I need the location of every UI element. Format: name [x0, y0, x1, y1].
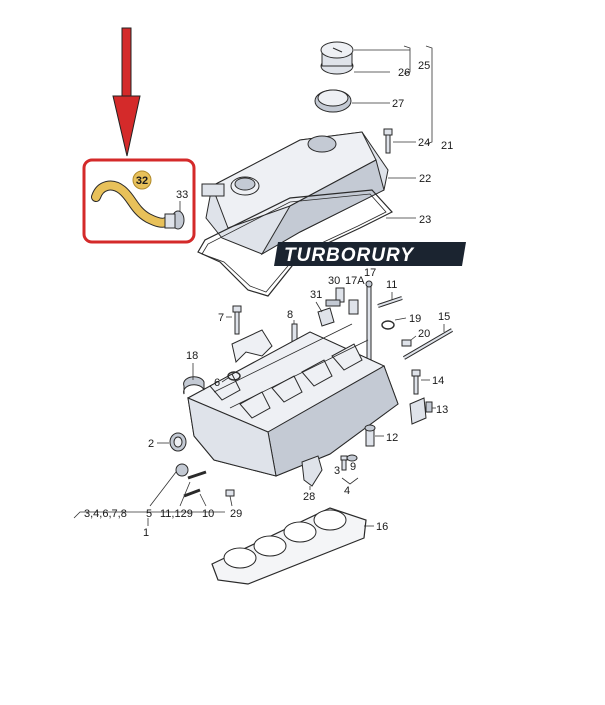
callout-32: 32: [136, 175, 148, 187]
label-12: 12: [386, 432, 398, 444]
cover-gasket-part: [197, 189, 393, 297]
highlight-box: [82, 158, 196, 244]
label-23: 23: [419, 214, 431, 226]
label-16: 16: [376, 521, 388, 533]
label-26: 26: [398, 67, 410, 79]
label-5: 5: [146, 508, 152, 520]
bolt-29-part: [225, 489, 235, 497]
plug-12-part: [364, 424, 376, 447]
turborury-logo: TURBORURY: [274, 242, 466, 266]
seal-ring-part: [314, 89, 352, 113]
label-14: 14: [432, 375, 444, 387]
callout-32-badge: [132, 170, 152, 190]
label-13: 13: [436, 404, 448, 416]
shaft-15-part: [402, 328, 454, 360]
label-29: 29: [230, 508, 242, 520]
bracket-31-part: [315, 301, 335, 327]
logo-text: TURBORURY: [284, 245, 415, 266]
label-19: 19: [409, 313, 421, 325]
label-11129: 11,129: [160, 508, 193, 520]
label-27: 27: [392, 98, 404, 110]
label-31: 31: [310, 289, 322, 301]
label-28: 28: [303, 491, 315, 503]
red-arrow-icon: [112, 27, 141, 157]
label-17a: 17A: [345, 275, 365, 287]
label-3: 3: [334, 465, 340, 477]
pin-11-part: [377, 296, 403, 308]
label-30: 30: [328, 275, 340, 287]
seal-2-part: [169, 432, 187, 452]
label-17: 17: [364, 267, 376, 279]
label-18: 18: [186, 350, 198, 362]
label-22: 22: [419, 173, 431, 185]
bolt-24-part: [383, 128, 393, 154]
bolt-14-part: [411, 369, 421, 395]
bracket-28-part: [301, 455, 323, 487]
seal-5-part: [175, 463, 189, 477]
label-8: 8: [287, 309, 293, 321]
bracket-13-part: [409, 397, 433, 425]
label-20: 20: [418, 328, 430, 340]
label-21: 21: [441, 140, 453, 152]
bolt-7-part: [232, 305, 242, 335]
oring-19-part: [381, 320, 395, 330]
sensor-30-part: [325, 287, 345, 307]
label-10: 10: [202, 508, 214, 520]
label-1: 1: [143, 527, 149, 539]
breather-hose-part: [91, 180, 185, 230]
head-gasket-part: [211, 507, 367, 585]
label-11: 11: [386, 279, 397, 291]
label-group-34678: 3,4,6,7,8: [84, 508, 127, 520]
screw-3-part: [340, 455, 348, 471]
rod-17-part: [365, 280, 373, 363]
clip-20-part: [401, 339, 412, 347]
label-9: 9: [350, 461, 356, 473]
label-25: 25: [418, 60, 430, 72]
pin-11129-part: [183, 470, 207, 498]
cylinder-head-part: [186, 323, 399, 477]
label-33: 33: [176, 189, 188, 201]
valve-cover-part: [201, 131, 389, 256]
label-4: 4: [344, 485, 350, 497]
label-6: 6: [214, 377, 220, 389]
filler-cap-part: [320, 41, 354, 75]
label-7: 7: [218, 312, 224, 324]
label-2: 2: [148, 438, 154, 450]
bearing-shell-18-part: [183, 376, 205, 395]
label-15: 15: [438, 311, 450, 323]
washer-6-part: [227, 371, 241, 381]
label-24: 24: [418, 137, 430, 149]
plug-17a-part: [348, 299, 359, 315]
